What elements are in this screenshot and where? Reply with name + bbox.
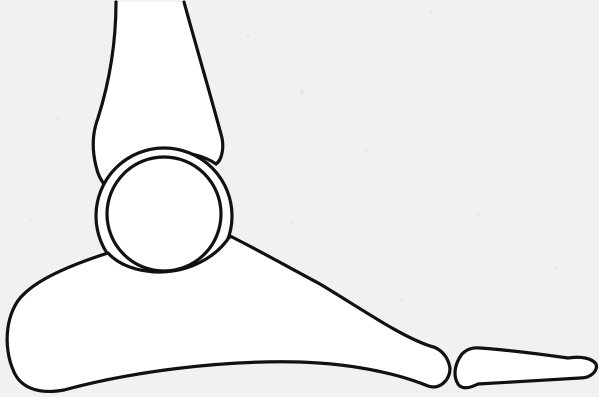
round-bone [107, 157, 221, 271]
